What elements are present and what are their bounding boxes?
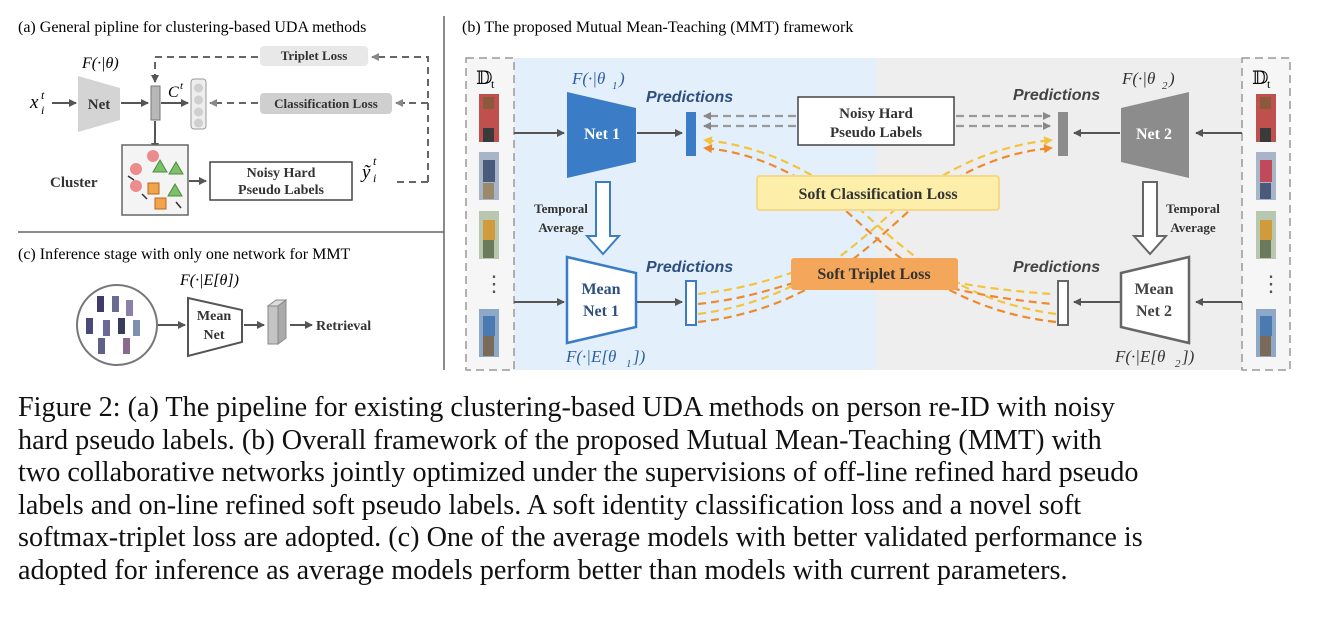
input-x-symbol: x [29,92,39,113]
svg-text:Average: Average [1170,220,1215,235]
svg-text:1: 1 [612,80,618,92]
noisy-labels-box-b [797,96,955,146]
prediction-bar-net1 [686,112,696,156]
input-x: x t i [29,88,45,117]
predictions-label-net1: Predictions [646,89,733,106]
svg-text:F(·|E[θ: F(·|E[θ [1114,347,1165,366]
retrieval-label: Retrieval [316,319,371,334]
mean-net2: Mean Net 2 F(·|E[θ 2 ]) [1114,255,1195,370]
feature-block-c [266,299,288,345]
caption-line: two collaborative networks jointly optim… [18,457,1139,489]
svg-text:Temporal: Temporal [1166,201,1220,216]
net-label: Net [88,97,111,113]
svg-text:t: t [41,88,45,102]
svg-text:F(·|θ: F(·|θ [1121,69,1155,88]
panel-c-func: F(·|E[θ]) [179,272,239,289]
caption-line: hard pseudo labels. (b) Overall framewor… [18,424,1102,456]
svg-text:Noisy Hard: Noisy Hard [247,166,316,181]
triplet-loss-box [260,46,368,66]
classifier-nodes [190,78,207,130]
predictions-label-mean1: Predictions [646,259,733,276]
svg-text:t: t [1267,77,1271,91]
pseudo-label-symbol: ỹ t i [360,154,377,185]
net-trapezoid [78,76,120,132]
cluster-box [121,144,189,216]
predictions-label-mean2: Predictions [1013,259,1100,276]
gallery-circle [76,284,158,366]
figure: (a) General pipline for clustering-based… [18,16,1291,371]
svg-text:2: 2 [1175,358,1181,370]
svg-text:ỹ: ỹ [360,162,371,183]
temporal-average-left: Temporal Average [534,181,622,256]
panel-b-title: (b) The proposed Mutual Mean-Teaching (M… [462,19,853,36]
svg-text:Pseudo Labels: Pseudo Labels [238,183,325,198]
svg-text:⋮: ⋮ [1260,271,1282,296]
prediction-bar-mean1 [685,280,697,326]
caption-line: labels and on-line refined soft pseudo l… [18,489,1082,521]
prediction-bar-mean2 [1057,280,1069,326]
panel-c-title: (c) Inference stage with only one networ… [18,246,351,263]
panel-a-title: (a) General pipline for clustering-based… [18,19,366,36]
prediction-bar-net2 [1058,112,1068,156]
soft-classification-loss-label: Soft Classification Loss [798,186,957,203]
temporal-average-right: Temporal Average [1131,181,1220,256]
caption-line: adopted for inference as average models … [18,554,1068,586]
svg-text:Mean: Mean [1134,281,1173,298]
net1-label: Net 1 [584,126,620,143]
dataset-column-left: 𝔻 t ⋮ [465,57,515,371]
svg-text:Average: Average [538,220,583,235]
svg-text:1: 1 [626,358,632,370]
svg-text:): ) [1168,69,1175,88]
svg-text:t: t [373,154,377,168]
svg-text:Mean: Mean [581,281,620,298]
hard-label-dashed-arrows [703,112,1051,130]
svg-text:]): ]) [1181,347,1195,366]
dataset-column-right: 𝔻 t ⋮ [1241,57,1291,371]
panel-c: (c) Inference stage with only one networ… [18,246,371,366]
cluster-label: Cluster [50,175,98,191]
classification-loss-label: Classification Loss [274,96,378,111]
classification-loss-box [260,93,392,114]
triplet-loss-label: Triplet Loss [281,48,348,63]
mean-net-c [187,296,243,358]
soft-triplet-curves [697,260,1053,306]
panel-a-func: F(·|θ) [81,55,119,72]
soft-triplet-loss-label: Soft Triplet Loss [817,266,930,283]
svg-text:2: 2 [1162,80,1168,92]
svg-text:⋮: ⋮ [483,271,505,296]
svg-text:Mean: Mean [197,309,231,324]
feature-bar [150,85,161,121]
panel-a: (a) General pipline for clustering-based… [18,19,429,216]
svg-text:𝔻: 𝔻 [1252,68,1268,89]
panel-b: (b) The proposed Mutual Mean-Teaching (M… [462,19,1291,371]
svg-text:i: i [373,171,376,185]
noisy-labels-box-a [209,161,353,201]
soft-triplet-loss-box [791,258,958,290]
svg-text:i: i [41,103,44,117]
svg-text:𝔻: 𝔻 [476,68,492,89]
svg-text:Pseudo Labels: Pseudo Labels [830,125,922,141]
svg-text:t: t [491,77,495,91]
figure-caption: Figure 2: (a) The pipeline for existing … [18,392,1300,588]
classifier-label: C [168,84,179,101]
svg-text:Net 2: Net 2 [1136,303,1172,320]
svg-text:F(·|E[θ: F(·|E[θ [565,347,616,366]
svg-text:]): ]) [632,347,646,366]
soft-classification-loss-box [756,175,1000,211]
svg-text:): ) [618,69,625,88]
svg-text:Net 1: Net 1 [583,303,619,320]
svg-text:Noisy Hard: Noisy Hard [839,106,913,122]
svg-text:Net: Net [204,328,225,343]
svg-text:Temporal: Temporal [534,201,588,216]
svg-text:t: t [180,80,184,92]
net2: F(·|θ 2 ) Net 2 [1121,69,1189,178]
mean-net1: Mean Net 1 F(·|E[θ 1 ]) [565,255,646,370]
caption-line: Figure 2: (a) The pipeline for existing … [18,392,1115,423]
predictions-label-net2: Predictions [1013,87,1100,104]
net2-label: Net 2 [1136,126,1172,143]
caption-line: softmax-triplet loss are adopted. (c) On… [18,522,1143,554]
svg-text:F(·|θ: F(·|θ [571,69,605,88]
net1: F(·|θ 1 ) Net 1 [567,69,636,178]
